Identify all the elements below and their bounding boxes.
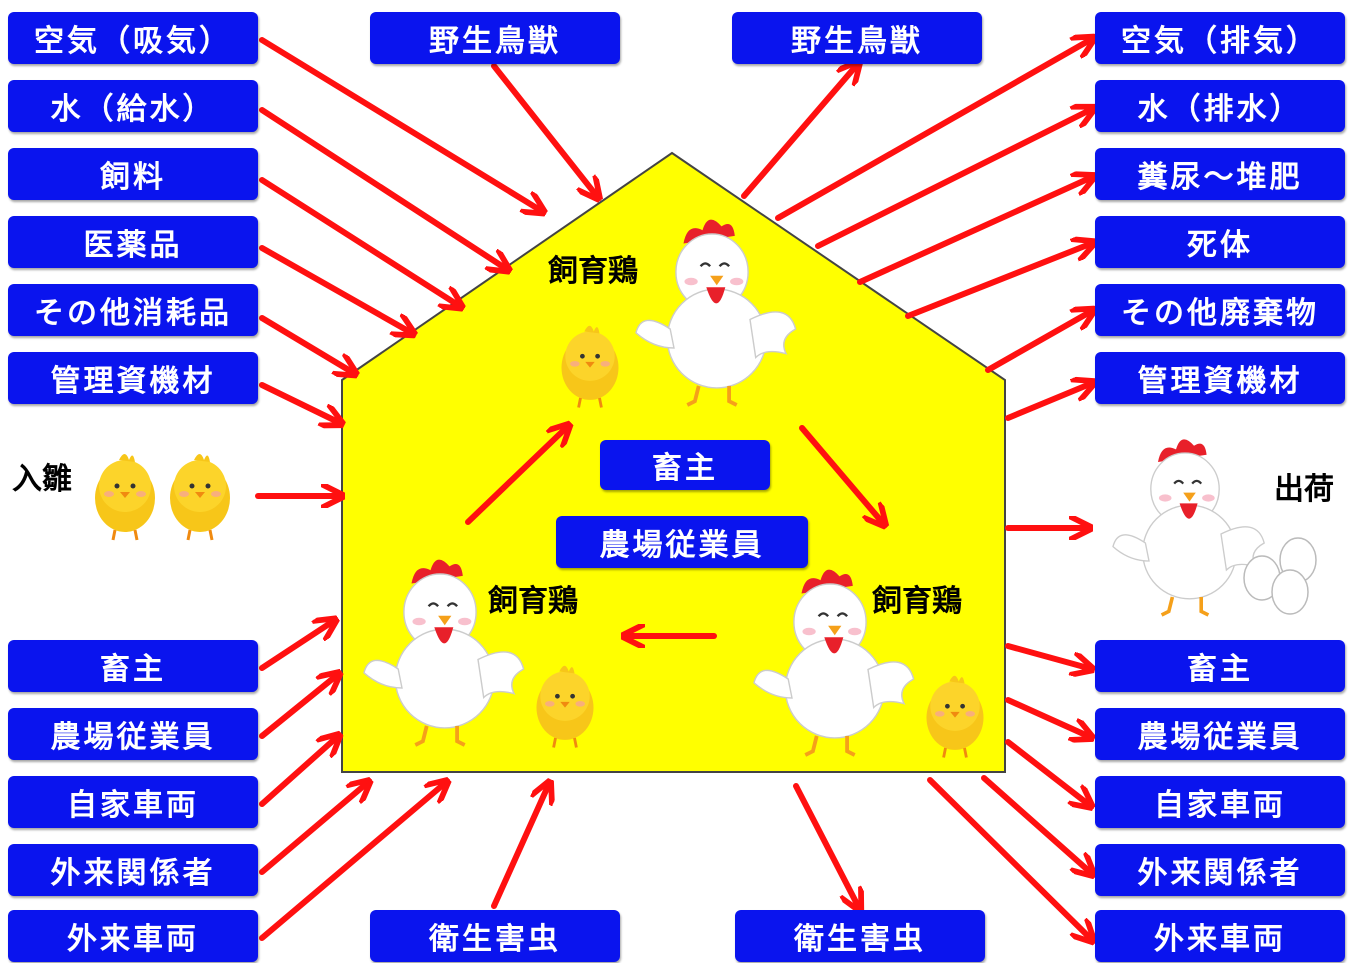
flow-arrow [741, 66, 856, 199]
ship-label: 出荷 [1274, 472, 1334, 507]
output-box-owner: 畜主 [1095, 640, 1345, 692]
bird-label-right: 飼育鶏 [872, 584, 962, 619]
input-box-water: 水（給水） [8, 80, 258, 132]
flow-arrow [985, 312, 1090, 373]
output-box-carcass: 死体 [1095, 216, 1345, 268]
flow-arrow [905, 244, 1090, 319]
flow-arrow [775, 40, 1090, 221]
flow-arrow [259, 107, 505, 268]
shipping-hen-icon [1111, 437, 1266, 617]
flow-arrow [259, 245, 410, 332]
input-box-staff: 農場従業員 [8, 708, 258, 760]
flow-arrow [793, 783, 858, 906]
flow-arrow [259, 37, 540, 210]
flow-arrow [1005, 697, 1088, 736]
flow-arrow [259, 738, 336, 807]
flow-arrow [491, 786, 548, 909]
flow-arrow [1005, 739, 1088, 804]
eggs-icon [1243, 537, 1317, 615]
output-box-manure: 糞尿～堆肥 [1095, 148, 1345, 200]
flow-arrow [259, 177, 458, 305]
flow-arrow [465, 428, 566, 525]
flow-arrow [259, 784, 366, 875]
output-box-equipment: 管理資機材 [1095, 352, 1345, 404]
input-box-consumables: その他消耗品 [8, 284, 258, 336]
flow-arrow [491, 63, 596, 195]
input-box-own-vehicle: 自家車両 [8, 776, 258, 828]
flow-arrow [927, 777, 1090, 938]
incoming-chick-icon [168, 452, 232, 542]
output-box-visitor-vehicle: 外来車両 [1095, 910, 1345, 962]
bird-label-left: 飼育鶏 [488, 584, 578, 619]
chick-in-label: 入雛 [12, 462, 72, 497]
flow-arrow [815, 110, 1090, 249]
flow-arrows [255, 37, 1090, 941]
input-box-visitor-vehicle: 外来車両 [8, 910, 258, 962]
flow-arrow [857, 178, 1090, 285]
input-box-feed: 飼料 [8, 148, 258, 200]
output-box-own-vehicle: 自家車両 [1095, 776, 1345, 828]
flow-arrow [259, 382, 338, 422]
flow-arrow [259, 676, 336, 739]
input-box-medicine: 医薬品 [8, 216, 258, 268]
pests-out-box: 衛生害虫 [735, 910, 985, 962]
flow-arrow [259, 622, 332, 671]
output-box-water: 水（排水） [1095, 80, 1345, 132]
flow-arrow [1005, 643, 1088, 668]
output-box-air: 空気（排気） [1095, 12, 1345, 64]
flow-arrow [981, 775, 1090, 872]
input-box-air: 空気（吸気） [8, 12, 258, 64]
output-box-waste: その他廃棄物 [1095, 284, 1345, 336]
input-box-equipment: 管理資機材 [8, 352, 258, 404]
flow-arrow [799, 425, 882, 522]
flow-arrow [259, 315, 352, 372]
pests-in-box: 衛生害虫 [370, 910, 620, 962]
flow-arrow [259, 784, 444, 941]
input-box-owner: 畜主 [8, 640, 258, 692]
wildlife-out-box: 野生鳥獣 [732, 12, 982, 64]
bird-label-top: 飼育鶏 [548, 254, 638, 289]
output-box-staff: 農場従業員 [1095, 708, 1345, 760]
flow-arrow [1005, 384, 1090, 421]
house-staff-box: 農場従業員 [556, 516, 808, 568]
input-box-visitors: 外来関係者 [8, 844, 258, 896]
incoming-chick-icon [93, 452, 157, 542]
wildlife-in-box: 野生鳥獣 [370, 12, 620, 64]
output-box-visitors: 外来関係者 [1095, 844, 1345, 896]
house-owner-box: 畜主 [600, 440, 770, 490]
